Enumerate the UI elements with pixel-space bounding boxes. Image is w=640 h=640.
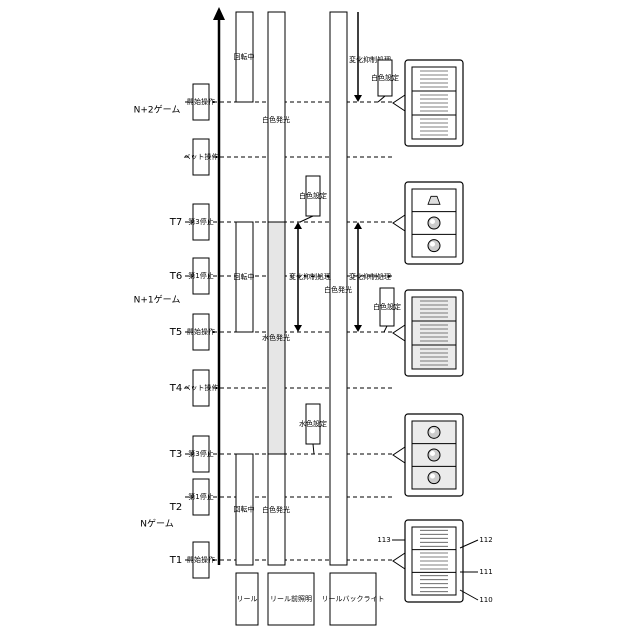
callout-leader [300,216,313,222]
ref-number-113: 113 [377,536,390,544]
operation-label: 第3停止 [188,449,213,458]
white-setting-label: 白色設定 [299,191,327,200]
time-guide-lines [185,102,392,560]
front-light-segment-label: 白色発光 [262,505,290,514]
symbol-highlight [430,474,435,479]
suppression-arrowhead [294,325,302,332]
operation-label: ベット操作 [184,383,219,392]
front-light-segment-label: 水色発光 [262,333,290,342]
callout-leader [384,326,387,332]
symbol-highlight [430,428,435,433]
backlight-segment-label: 白色発光 [324,285,352,294]
operation-label: ベット操作 [184,152,219,161]
front-light-lane-name: リール前照明 [270,594,312,603]
time-label: T2 [169,502,182,513]
reel-lane-name: リール [237,595,258,603]
time-axis-arrowhead [213,7,225,20]
change-suppression-label: 変化抑制処理 [289,272,331,281]
panel-pointer [393,325,405,341]
reel-segment-label: 回転中 [234,52,255,61]
operation-labels: 開始操作第1停止第3停止ベット操作開始操作第1停止第3停止ベット操作開始操作 [184,84,219,578]
time-label: T1 [169,555,182,566]
panel-pointer [393,215,405,231]
callout-leader [378,96,385,102]
operation-label: 第1停止 [188,271,213,280]
game-label: N+1ゲーム [134,294,181,306]
game-label: Nゲーム [140,518,173,530]
operation-label: 開始操作 [187,97,215,106]
panel-pointer [393,447,405,463]
ref-number-110: 110 [479,596,492,604]
white-setting-label: 白色設定 [371,73,399,82]
water-setting-label: 水色設定 [299,419,327,428]
panel-pointer [393,95,405,111]
time-label: T6 [169,271,182,282]
suppression-arrowhead [354,222,362,229]
time-labels: T1 T2 T3 T4 T5 T6 T7 [169,217,182,566]
panel-pointer [393,553,405,569]
game-label: N+2ゲーム [134,104,181,116]
symbol-highlight [430,219,435,224]
time-label: T7 [169,217,182,228]
time-label: T4 [169,383,182,394]
symbol-highlight [430,451,435,456]
reel-segment-label: 回転中 [234,272,255,281]
front-light-segment-label: 白色発光 [262,115,290,124]
white-setting-label: 白色設定 [373,302,401,311]
suppression-arrowhead [294,222,302,229]
time-label: T5 [169,327,182,338]
change-suppression-label: 変化抑制処理 [349,272,391,281]
reel-segment-label: 回転中 [234,505,255,514]
suppression-arrowhead [354,325,362,332]
callout-leader [313,444,314,454]
operation-label: 第1停止 [188,492,213,501]
symbol-highlight [430,242,435,247]
game-labels: Nゲーム N+1ゲーム N+2ゲーム [134,104,181,530]
backlight-lane-name: リールバックライト [322,595,385,603]
time-label: T3 [169,449,182,460]
suppression-arrowhead [354,95,362,102]
operation-label: 開始操作 [187,327,215,336]
ref-number-111: 111 [479,568,492,576]
lanes: 回転中回転中回転中白色発光水色発光白色発光白色発光リールリール前照明リールバック… [234,12,385,625]
reel-panels: 110 111 112 113 [377,60,492,604]
operation-label: 第3停止 [188,217,213,226]
operation-label: 開始操作 [187,555,215,564]
ref-number-112: 112 [479,536,492,544]
